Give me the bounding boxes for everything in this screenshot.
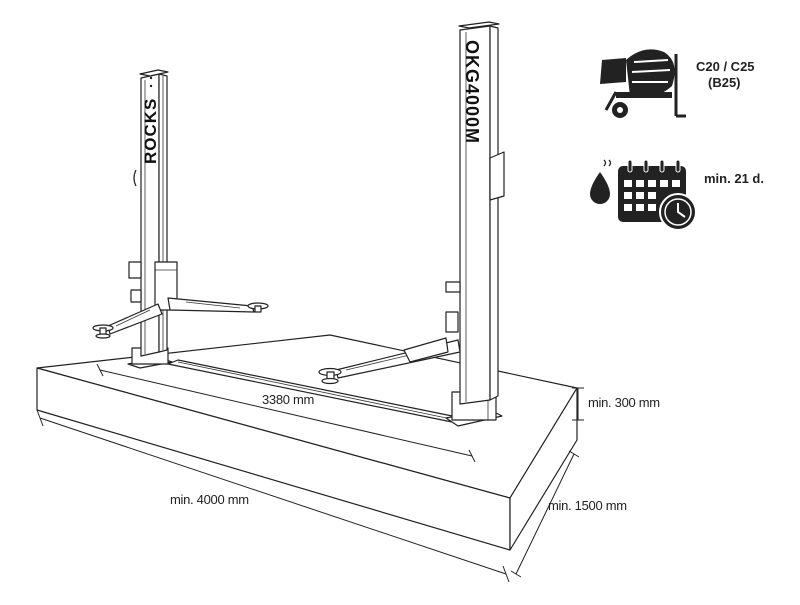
left-lift-column: ROCKS <box>127 69 178 369</box>
brand-label: ROCKS <box>141 98 160 164</box>
slab-length-dimension: min. 4000 mm <box>36 409 510 583</box>
left-lift-arms <box>92 297 269 339</box>
concrete-mixer-icon <box>600 49 686 118</box>
slab-length-label: min. 4000 mm <box>170 492 249 507</box>
concrete-grade-label: C20 / C25 <box>696 59 755 74</box>
column-spacing-dimension: 3380 mm <box>96 363 476 463</box>
concrete-grade-alt-label: (B25) <box>708 75 741 90</box>
right-lift-arm <box>318 337 461 385</box>
column-spacing-label: 3380 mm <box>262 392 314 407</box>
right-lift-column: OKG4000M <box>445 21 505 427</box>
water-drop-icon <box>590 159 612 204</box>
slab-width-label: min. 1500 mm <box>548 498 627 513</box>
model-label: OKG4000M <box>462 40 482 144</box>
slab-thickness-dimension: min. 300 mm <box>572 387 660 421</box>
concrete-slab <box>36 334 578 551</box>
slab-width-dimension: min. 1500 mm <box>510 450 627 578</box>
curing-time-label: min. 21 d. <box>704 171 764 186</box>
calendar-clock-icon <box>618 159 697 231</box>
slab-thickness-label: min. 300 mm <box>588 395 660 410</box>
